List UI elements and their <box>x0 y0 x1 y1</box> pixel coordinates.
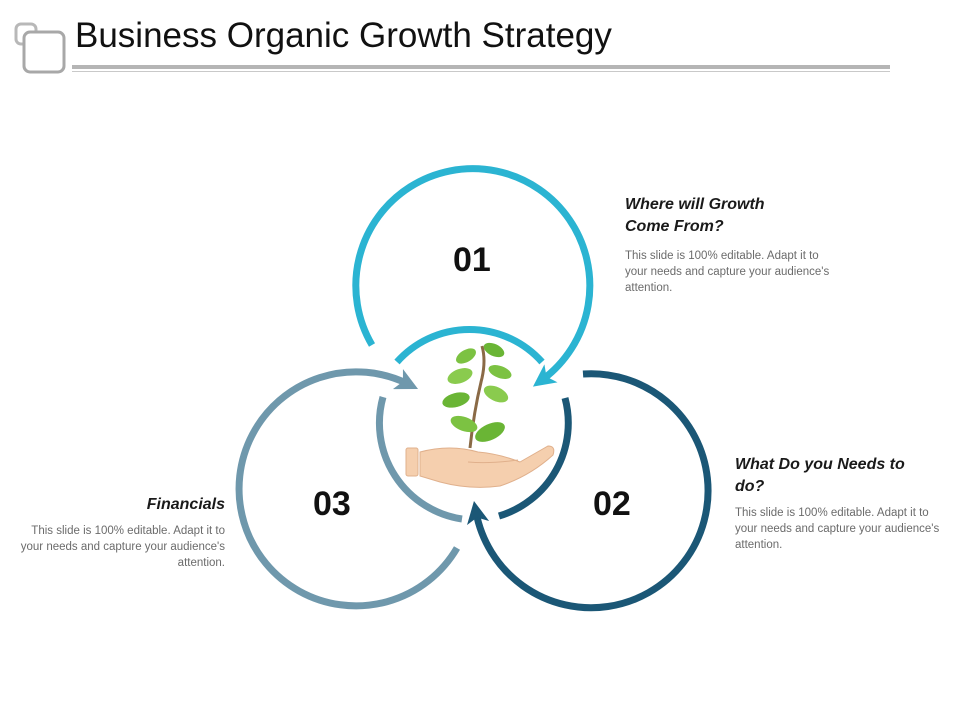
step-01-number: 01 <box>453 241 491 279</box>
step-03-heading: Financials <box>146 496 225 513</box>
page-title: Business Organic Growth Strategy <box>75 16 612 55</box>
circle-01-arc <box>352 165 594 387</box>
step-02-number: 02 <box>593 485 631 523</box>
title-underline <box>72 65 890 69</box>
overlapping-squares-icon <box>14 22 66 74</box>
step-03-number: 03 <box>313 485 351 523</box>
inner-arc-03 <box>375 396 463 523</box>
step-03-description: This slide is 100% editable. Adapt it to… <box>20 525 225 569</box>
step-02-description: This slide is 100% editable. Adapt it to… <box>735 507 940 551</box>
inner-arc-01 <box>394 325 545 365</box>
step-02-heading: What Do you Needs to do? <box>735 456 905 495</box>
title-underline-thin <box>72 71 890 72</box>
inner-arc-02 <box>497 397 572 520</box>
step-01-description: This slide is 100% editable. Adapt it to… <box>625 250 830 294</box>
step-01-heading: Where will Growth Come From? <box>625 196 765 235</box>
circle-03-arc <box>235 368 461 610</box>
circle-02-arc <box>467 370 712 612</box>
plant-in-hand-icon <box>405 342 555 488</box>
